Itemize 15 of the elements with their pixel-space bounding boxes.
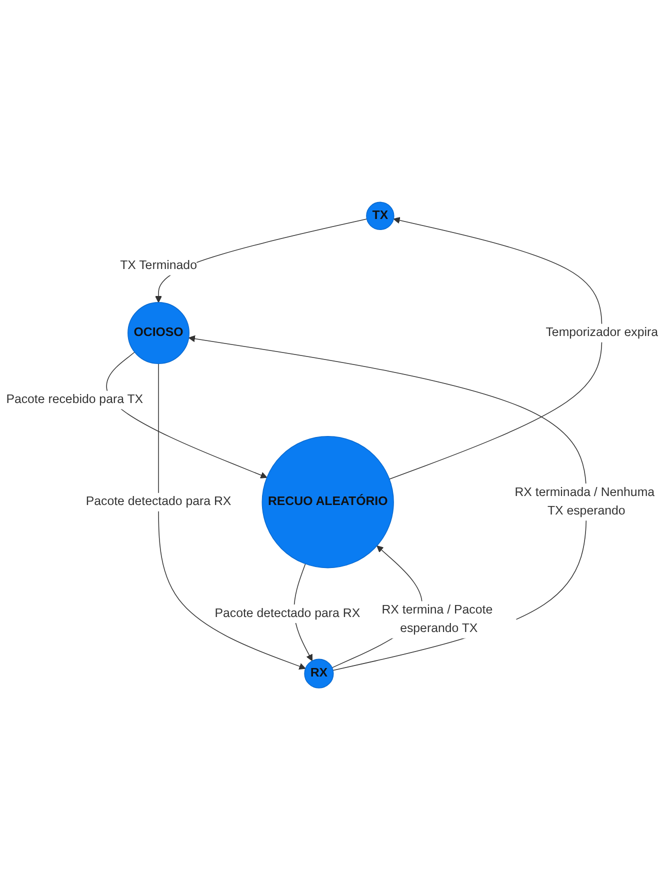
edge-label: Temporizador expira (546, 326, 658, 340)
node-circle: RECUO ALEATÓRIO (262, 436, 394, 568)
arrow (188, 335, 587, 671)
edge-label: Pacote detectado para RX (214, 606, 360, 620)
arrow (158, 363, 306, 670)
arrow (389, 216, 602, 480)
node-circle: RX (304, 658, 334, 688)
edge-label: Pacote detectado para RX (86, 495, 232, 508)
edge-label: TX Terminado (120, 258, 197, 272)
edge-label: Pacote recebido para TX (6, 392, 144, 406)
edge-label: RX terminada / Nenhuma TX esperando (514, 486, 655, 518)
edge-label: RX termina / Pacote esperando TX (382, 603, 493, 636)
node-circle: OCIOSO (128, 302, 190, 364)
arrow (106, 352, 268, 478)
node-circle: TX (366, 202, 394, 230)
